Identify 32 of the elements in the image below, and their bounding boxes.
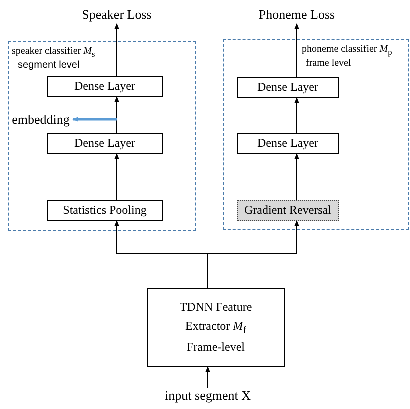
reversal-layer-box: [237, 200, 339, 221]
arrow: [114, 96, 120, 134]
output-label: embedding: [10, 112, 72, 127]
io-label: Speaker Loss: [72, 7, 162, 24]
arrow: [206, 366, 210, 388]
arrow: [294, 153, 300, 200]
layer-box: [147, 288, 285, 367]
layer-box: [47, 76, 163, 97]
classifier-region: [223, 39, 409, 230]
layer-box: [237, 133, 339, 154]
box-label: TDNN Feature Extractor M$_{f}$ Frame-level: [178, 298, 254, 356]
arrow: [294, 97, 300, 134]
box-label: Dense Layer: [256, 79, 320, 96]
classifier-region: [8, 41, 196, 231]
arrow: [72, 117, 117, 122]
region-heading: phoneme classifier M$_{p}$: [302, 44, 392, 58]
layer-box: [237, 77, 339, 98]
layer-box: [47, 200, 163, 221]
region-heading: frame level: [306, 58, 352, 70]
box-label: Dense Layer: [74, 135, 136, 152]
io-label: Phoneme Loss: [252, 7, 342, 24]
box-label: Gradient Reversal: [244, 202, 332, 220]
box-label: Dense Layer: [256, 135, 320, 152]
box-label: Statistics Pooling: [62, 202, 148, 220]
region-heading: speaker classifier M$_{s}$: [12, 46, 96, 60]
io-label: input segment X: [158, 388, 258, 405]
arrow: [114, 153, 120, 200]
arrow: [294, 23, 300, 78]
region-heading: segment level: [18, 60, 80, 72]
layer-box: [47, 133, 163, 154]
arrow: [114, 23, 120, 76]
box-label: Dense Layer: [74, 78, 136, 96]
